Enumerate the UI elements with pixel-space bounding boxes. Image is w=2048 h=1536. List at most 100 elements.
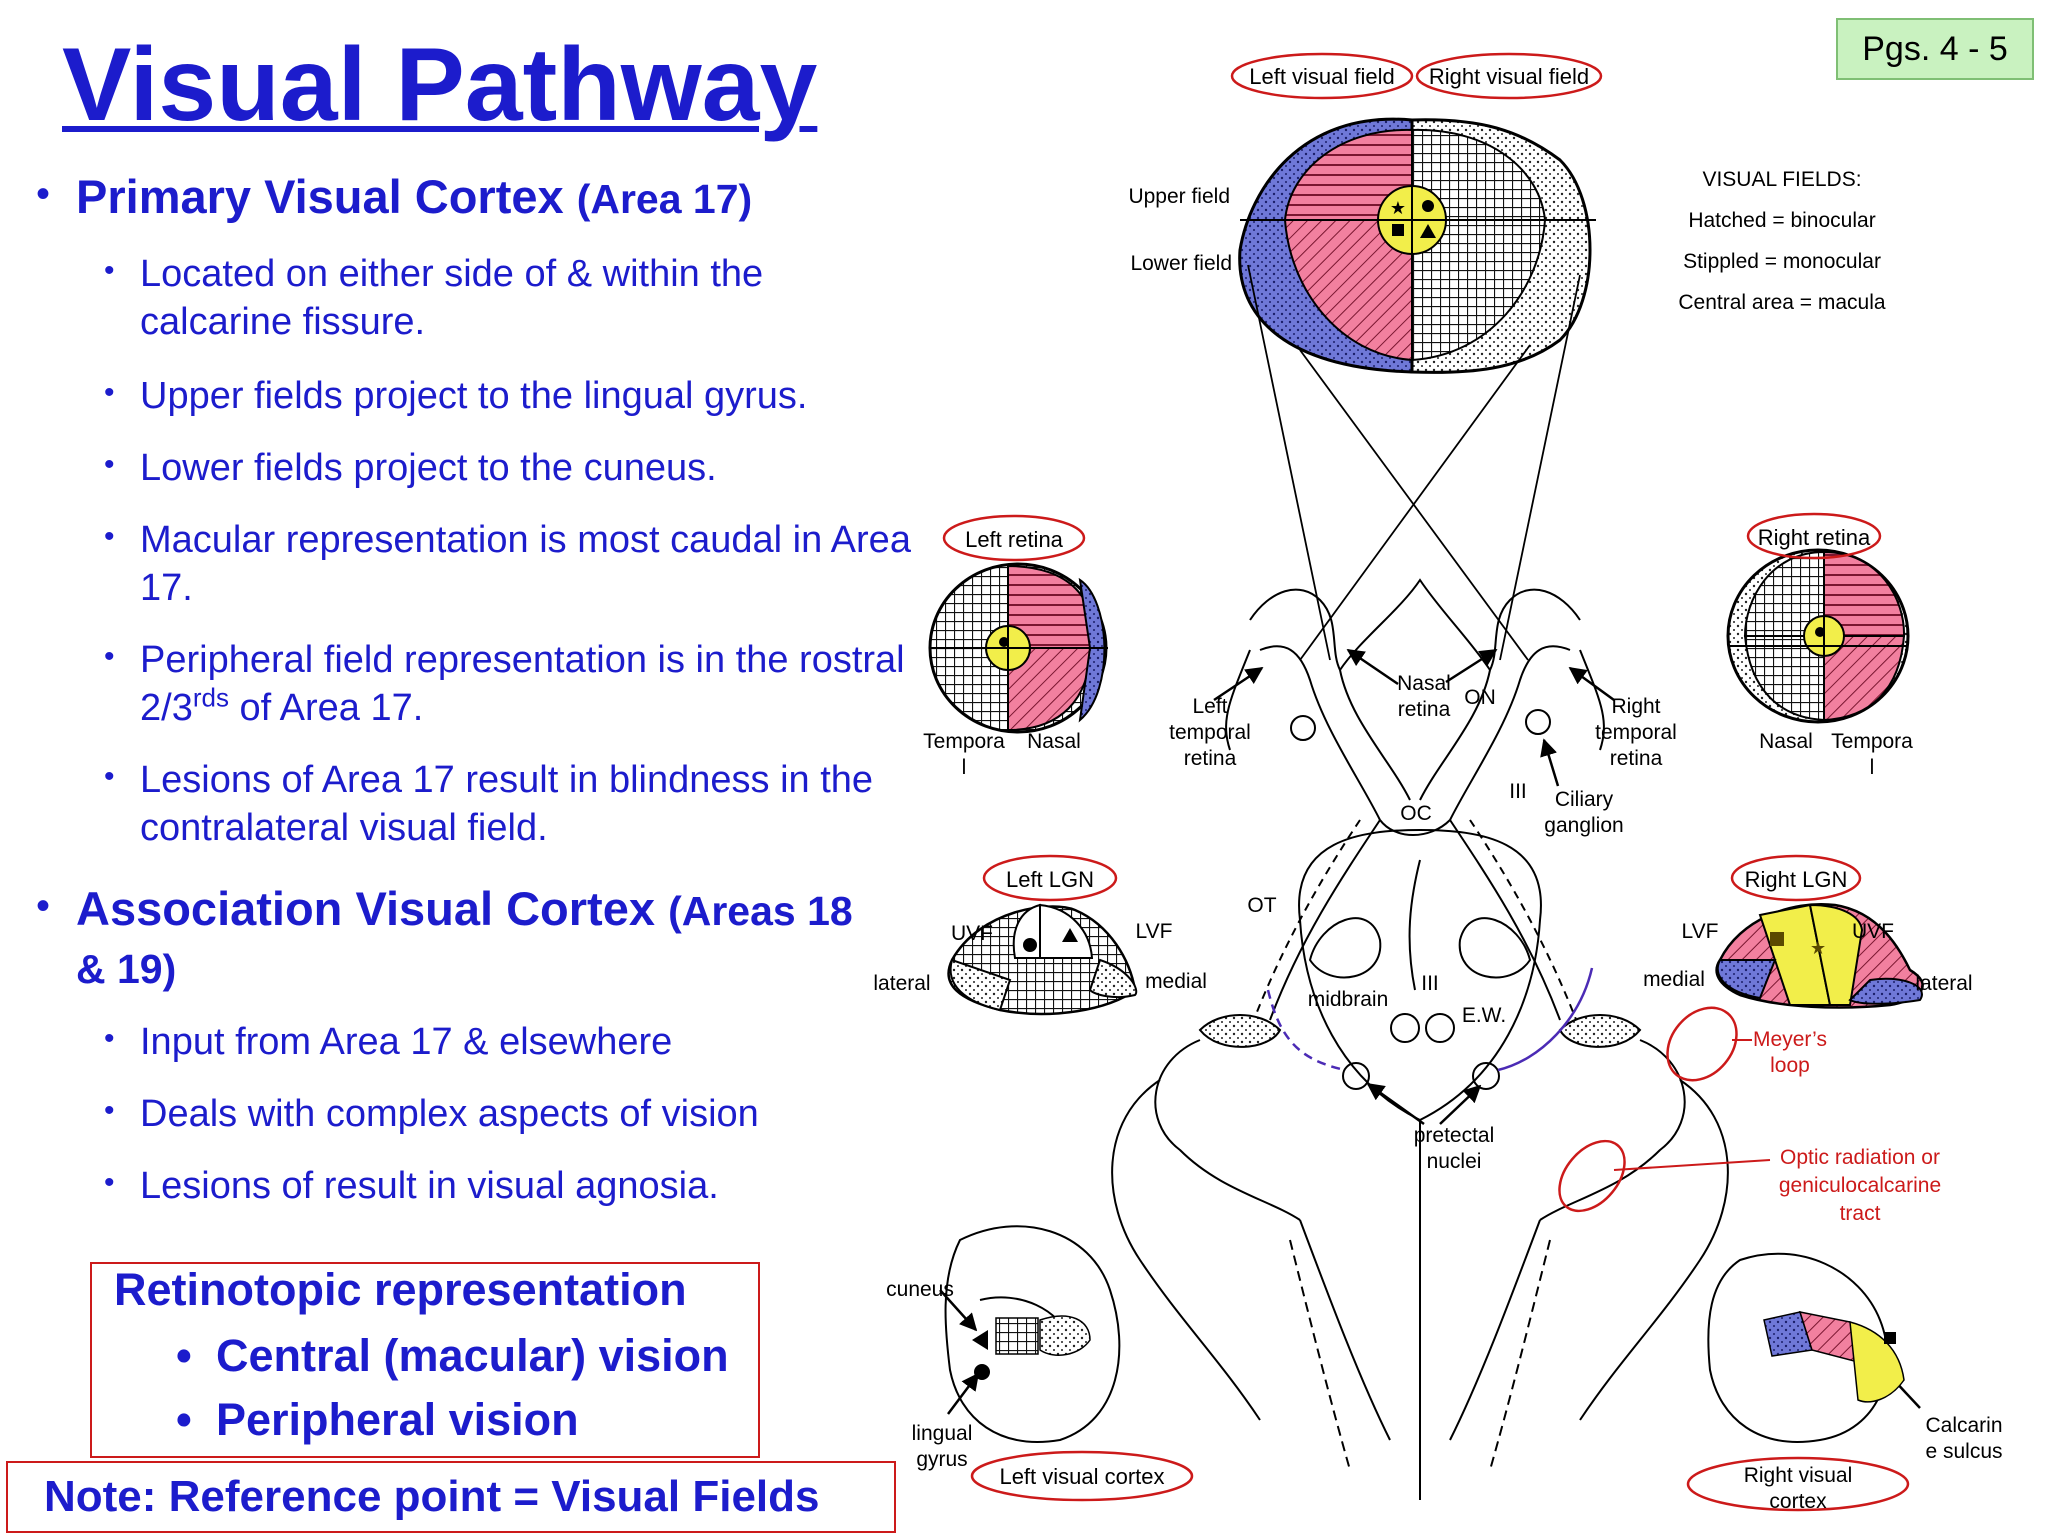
meyers-loop-highlight — [1666, 1006, 1738, 1082]
bullet-icon: • — [104, 254, 115, 287]
square-symbol-icon — [1392, 224, 1404, 236]
temporal-label-cont: l — [962, 756, 967, 779]
bullet-icon: • — [176, 1394, 192, 1445]
right-visual-cortex-label: Right visual — [1744, 1464, 1853, 1487]
list-item: Upper fields project to the lingual gyru… — [140, 375, 808, 417]
right-retina-diagram — [1726, 548, 1910, 724]
left-retina-highlight — [942, 514, 1086, 562]
star-icon: ★ — [1810, 938, 1826, 958]
legend-stippled: Stippled = monocular — [1683, 250, 1881, 273]
bullet-icon: • — [104, 760, 115, 793]
right-retina-highlight — [1746, 512, 1882, 560]
section-heading: Association Visual Cortex (Areas 18 & 19… — [76, 882, 853, 992]
left-temporal-retina-label: Left — [1192, 695, 1227, 718]
pupillary-reflex-pathway — [1266, 967, 1594, 1072]
optic-radiation-highlight — [1558, 1139, 1626, 1213]
left-visual-cortex-highlight — [970, 1450, 1194, 1502]
right-retina-label: Right retina — [1758, 525, 1871, 550]
left-occipital-lobe — [944, 1225, 1121, 1443]
list-item: Central (macular) vision — [216, 1330, 729, 1381]
optic-chiasm-label: OC — [1400, 802, 1432, 825]
upper-field-label: Upper field — [1128, 185, 1230, 208]
medial-label: medial — [1145, 970, 1207, 993]
bullet-icon: • — [176, 1330, 192, 1381]
retinotopic-box: Retinotopic representation • Central (ma… — [90, 1262, 760, 1458]
uvf-label-right: UVF — [1852, 920, 1894, 943]
pretectal-nuclei-label-2: nuclei — [1427, 1150, 1482, 1173]
medial-label-right: medial — [1643, 968, 1705, 991]
note-box: Note: Reference point = Visual Fields — [6, 1461, 896, 1533]
left-visual-field-label: Left visual field — [1249, 64, 1395, 89]
lateral-label-right: lateral — [1915, 972, 1972, 995]
lvf-label: LVF — [1136, 920, 1173, 943]
legend-hatched: Hatched = binocular — [1688, 209, 1875, 232]
list-item: Lesions of Area 17 result in blindness i… — [140, 759, 874, 849]
triangle-symbol-icon — [1420, 224, 1436, 238]
left-temporal-retina-label-3: retina — [1184, 747, 1237, 770]
nasal-label-right: Nasal — [1759, 730, 1813, 753]
right-temporal-retina-label-2: temporal — [1595, 721, 1677, 744]
page-reference-badge: Pgs. 4 - 5 — [1836, 18, 2034, 80]
left-retina-diagram — [928, 562, 1108, 734]
optic-radiation-label: Optic radiation or — [1780, 1146, 1940, 1169]
pretectal-nuclei-label: pretectal — [1414, 1124, 1495, 1147]
legend-title: VISUAL FIELDS: — [1702, 168, 1861, 191]
left-visual-field-highlight — [1230, 52, 1414, 100]
optic-radiation-pointer — [1613, 1159, 1771, 1171]
bullet-icon: • — [104, 1166, 115, 1199]
right-lgn-diagram: ★ — [1715, 903, 1924, 1009]
nasal-retina-label-2: retina — [1398, 698, 1451, 721]
left-retina-label: Left retina — [965, 527, 1064, 552]
pointer-arrows — [939, 648, 1921, 1415]
left-lgn-diagram — [947, 903, 1138, 1016]
lower-field-label: Lower field — [1130, 252, 1232, 275]
list-item: Lesions of result in visual agnosia. — [140, 1165, 719, 1207]
left-visual-cortex-label: Left visual cortex — [999, 1464, 1164, 1489]
list-item: Located on either side of & within the c… — [140, 253, 764, 343]
uvf-label: UVF — [951, 922, 993, 945]
temporal-label-right-cont: l — [1870, 756, 1875, 779]
meyers-loop-label: Meyer’s — [1753, 1028, 1827, 1051]
bullet-icon: • — [104, 520, 115, 553]
circle-symbol-icon — [1422, 200, 1434, 212]
left-temporal-retina-label-2: temporal — [1169, 721, 1251, 744]
lvf-label-right: LVF — [1682, 920, 1719, 943]
list-item: Peripheral vision — [216, 1394, 579, 1445]
bullet-icon: • — [104, 640, 115, 673]
legend: VISUAL FIELDS: Hatched = binocular Stipp… — [1678, 168, 1886, 314]
legend-central: Central area = macula — [1678, 291, 1886, 314]
right-temporal-retina-label-3: retina — [1610, 747, 1663, 770]
right-visual-field-highlight — [1415, 52, 1603, 100]
right-visual-cortex-label-2: cortex — [1769, 1490, 1827, 1513]
calcarine-sulcus-label-2: e sulcus — [1925, 1440, 2002, 1463]
left-lgn-label: Left LGN — [1006, 867, 1094, 892]
oculomotor-nucleus-label: III — [1421, 972, 1439, 995]
bullet-icon: • — [36, 884, 51, 928]
right-lgn-highlight — [1730, 854, 1862, 902]
lingual-gyrus-label-2: gyrus — [916, 1448, 967, 1471]
right-temporal-retina-label: Right — [1611, 695, 1660, 718]
meyers-loop-label-cont: loop — [1770, 1054, 1810, 1077]
left-lgn-highlight — [982, 854, 1118, 902]
bullet-icon: • — [104, 448, 115, 481]
ciliary-ganglion-label: Ciliary — [1555, 788, 1614, 811]
optic-radiation-label-end: tract — [1840, 1202, 1881, 1225]
midbrain — [1298, 828, 1542, 1122]
temporal-label: Tempora — [923, 730, 1005, 753]
right-visual-cortex-highlight — [1686, 1456, 1910, 1512]
edinger-westphal-label: E.W. — [1462, 1004, 1506, 1027]
calcarine-sulcus-label: Calcarin — [1925, 1414, 2002, 1437]
list-item: Macular representation is most caudal in… — [140, 519, 911, 609]
ciliary-ganglion-label-2: ganglion — [1544, 814, 1623, 837]
right-lgn-label: Right LGN — [1745, 867, 1848, 892]
star-icon: ★ — [1390, 198, 1406, 218]
bullet-icon: • — [104, 1022, 115, 1055]
page-title: Visual Pathway — [62, 27, 818, 143]
temporal-label-right: Tempora — [1831, 730, 1913, 753]
bullet-icon: • — [104, 376, 115, 409]
optic-radiation-label-cont: geniculocalcarine — [1779, 1174, 1941, 1197]
right-occipital-lobe — [1707, 1252, 1905, 1443]
cranial-nerve-iii-label: III — [1509, 780, 1527, 803]
optic-nerve-label: ON — [1464, 686, 1496, 709]
